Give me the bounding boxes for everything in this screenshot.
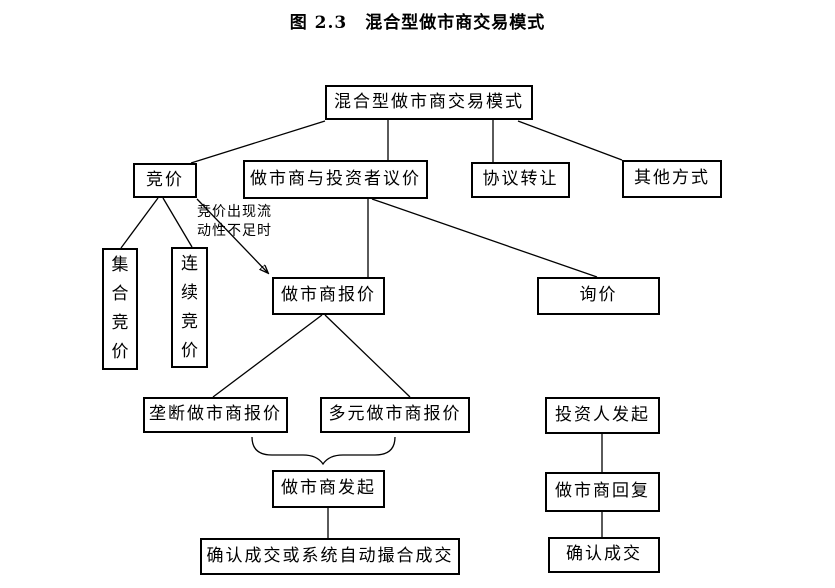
node-zuoshishang-faqi: 做市商发起 <box>272 470 385 508</box>
node-yijia: 做市商与投资者议价 <box>243 160 428 199</box>
node-jihe-jingjia: 集合竞价 <box>102 248 138 370</box>
node-queren-chengjiao: 确认成交 <box>548 537 660 573</box>
node-label: 垄断做市商报价 <box>149 404 282 425</box>
node-label: 做市商报价 <box>281 285 376 306</box>
node-label: 协议转让 <box>482 169 559 190</box>
node-duoyuan-baojia: 多元做市商报价 <box>320 397 470 433</box>
node-label: 做市商回复 <box>555 481 650 502</box>
connector-merge-brace <box>251 436 396 466</box>
node-label: 做市商发起 <box>281 478 376 499</box>
node-touziren-faqi: 投资人发起 <box>545 397 660 434</box>
connector-jingjia-to-baojia-arrow <box>196 198 268 273</box>
connector-root-to-qita <box>517 120 623 161</box>
node-lianxu-jingjia: 连续竞价 <box>171 247 208 368</box>
node-jingjia: 竞价 <box>133 163 197 198</box>
node-label: 集合竞价 <box>111 255 129 362</box>
node-label: 做市商与投资者议价 <box>250 168 421 189</box>
node-label: 询价 <box>579 285 618 306</box>
node-xunjia: 询价 <box>537 277 660 315</box>
figure-title: 图 2.3 混合型做市商交易模式 <box>289 13 546 33</box>
node-label: 确认成交或系统自动撮合成交 <box>206 545 454 566</box>
node-zuoshishang-huifu: 做市商回复 <box>545 472 660 512</box>
connector-jingjia-to-lianxu <box>162 197 193 248</box>
node-root: 混合型做市商交易模式 <box>325 85 533 120</box>
node-qita-fangshi: 其他方式 <box>622 160 722 198</box>
node-label: 多元做市商报价 <box>328 404 462 425</box>
node-label: 其他方式 <box>634 168 710 189</box>
node-label: 连续竞价 <box>181 253 198 361</box>
node-zuoshishang-baojia: 做市商报价 <box>272 277 385 315</box>
edge-label-liquidity-condition: 竞价出现流动性不足时 <box>197 204 272 239</box>
node-xieyi-zhuanrang: 协议转让 <box>471 162 570 198</box>
connector-jingjia-to-jihe <box>120 197 159 249</box>
node-label: 投资人发起 <box>555 404 650 425</box>
connector-baojia-to-duoyuan <box>324 314 411 398</box>
node-label: 竞价 <box>146 169 184 190</box>
node-label: 确认成交 <box>566 544 642 565</box>
node-label: 混合型做市商交易模式 <box>334 91 524 112</box>
node-longduan-baojia: 垄断做市商报价 <box>143 397 288 433</box>
node-queren-chengjiao-zidong: 确认成交或系统自动撮合成交 <box>200 538 460 575</box>
connector-baojia-to-longduan <box>212 314 323 398</box>
connector-root-to-jingjia <box>190 120 326 164</box>
connector-yijia-to-xunjia <box>371 198 598 278</box>
